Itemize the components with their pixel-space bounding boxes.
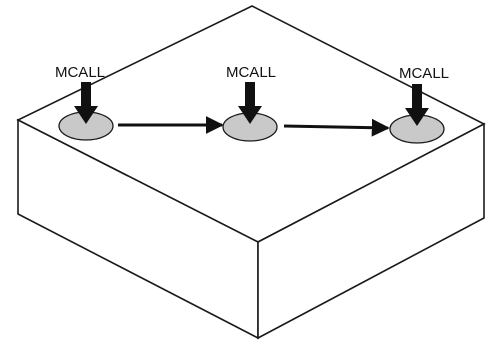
mcall-label-3: MCALL [399, 65, 449, 82]
mcall-label-1: MCALL [55, 64, 105, 81]
down-arrow-2 [238, 82, 262, 124]
down-arrow-3 [405, 84, 429, 126]
down-arrow-1 [74, 82, 98, 124]
sequence-arrow-2 [283, 118, 390, 137]
block-right-face [257, 122, 485, 340]
mcall-label-2: MCALL [226, 64, 276, 81]
